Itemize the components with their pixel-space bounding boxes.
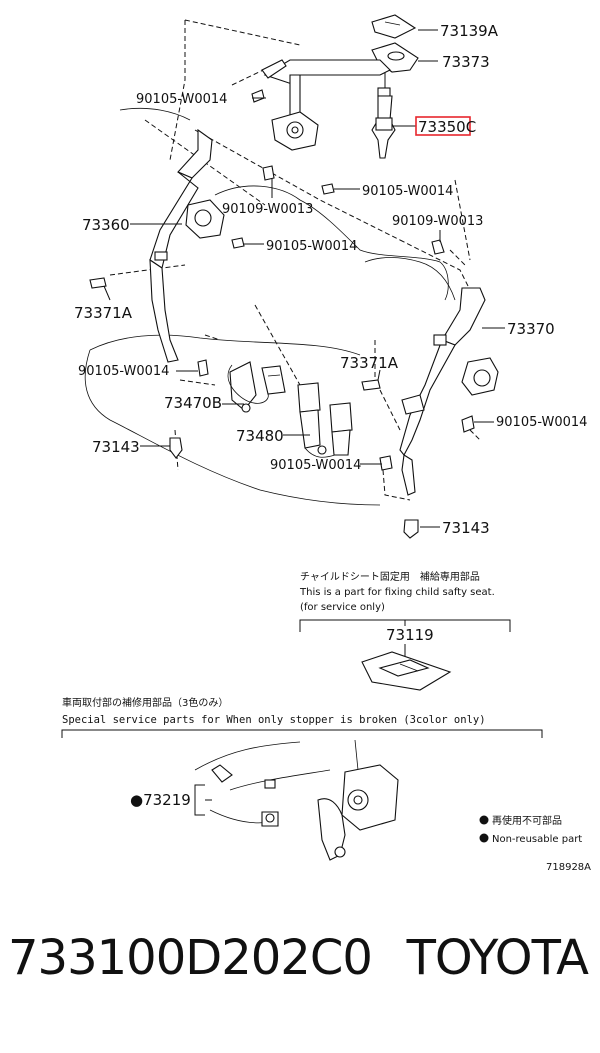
legend-jp: 再使用不可部品 xyxy=(492,814,562,827)
body-outline xyxy=(109,19,481,501)
legend: 再使用不可部品 Non-reusable part 718928A xyxy=(479,814,591,873)
bolt-90109-left xyxy=(262,165,275,181)
child-seat-title-jp: チャイルドシート固定用 補給専用部品 xyxy=(300,570,480,583)
bolt-90105-bottom xyxy=(379,455,393,471)
brand-name: TOYOTA xyxy=(406,930,589,986)
label-73373: 73373 xyxy=(442,53,490,71)
label-73370: 73370 xyxy=(507,320,555,338)
part-73350C xyxy=(371,70,396,159)
legend-en: Non-reusable part xyxy=(492,834,582,845)
belt-73370-right xyxy=(399,287,499,496)
part-number: 733100D202C0 xyxy=(8,930,373,986)
belt-73360-left xyxy=(149,128,225,363)
label-73143-left: 73143 xyxy=(92,438,140,456)
label-90105-top: 90105-W0014 xyxy=(136,92,227,107)
highlight-box-73350C xyxy=(415,116,471,136)
label-73143-right: 73143 xyxy=(442,519,490,537)
part-73219 xyxy=(211,764,279,827)
bolt-90105-right xyxy=(461,415,475,433)
part-73139A xyxy=(371,14,417,39)
anchor-73143-left xyxy=(169,437,183,459)
label-73360: 73360 xyxy=(82,216,130,234)
label-73219: ●73219 xyxy=(130,791,191,809)
bolt-90105-left3 xyxy=(197,359,209,377)
service-title-jp: 車両取付部の補修用部品（3色のみ） xyxy=(62,696,228,709)
label-90105-left3: 90105-W0014 xyxy=(78,364,169,379)
child-seat-section: チャイルドシート固定用 補給専用部品 This is a part for fi… xyxy=(299,570,511,691)
label-73470B: 73470B xyxy=(164,394,222,412)
label-90105-bottom: 90105-W0014 xyxy=(270,458,361,473)
label-73350C: 73350C xyxy=(418,118,476,136)
non-reusable-dot-icon xyxy=(479,833,489,843)
label-73371A-right: 73371A xyxy=(340,354,399,372)
leader-lines xyxy=(103,29,505,528)
bolt-mid-top xyxy=(321,183,335,195)
child-seat-title-en: This is a part for fixing child safty se… xyxy=(299,587,495,598)
bolt-top xyxy=(251,89,265,103)
seat-belt-parts-diagram: 73139A 73373 73350C 90105-W0014 90105-W0… xyxy=(61,14,591,873)
part-73371A-right xyxy=(361,379,381,391)
label-73119: 73119 xyxy=(386,626,434,644)
label-73371A-left: 73371A xyxy=(74,304,133,322)
service-title-en: Special service parts for When only stop… xyxy=(62,714,486,726)
footer: 733100D202C0 TOYOTA xyxy=(0,930,600,1020)
non-reusable-dot-icon xyxy=(479,815,489,825)
buckle-73480 xyxy=(297,382,353,458)
service-parts-section: 車両取付部の補修用部品（3色のみ） Special service parts … xyxy=(61,696,543,861)
child-seat-subtitle: (for service only) xyxy=(300,602,385,613)
label-90105-mid: 90105-W0014 xyxy=(362,184,453,199)
label-90105-right: 90105-W0014 xyxy=(496,415,587,430)
figure-id: 718928A xyxy=(546,862,591,873)
label-90105-left2: 90105-W0014 xyxy=(266,239,357,254)
part-73371A-left xyxy=(89,277,107,289)
anchor-73143-right xyxy=(403,519,419,539)
bolt-90105-left2 xyxy=(231,237,245,249)
buckle-73470B xyxy=(227,361,286,413)
service-retractor xyxy=(317,764,399,861)
label-73480: 73480 xyxy=(236,427,284,445)
seat-outline xyxy=(84,107,456,506)
label-73139A: 73139A xyxy=(440,22,499,40)
label-90109-right: 90109-W0013 xyxy=(392,214,483,229)
part-labels: 73139A 73373 73350C 90105-W0014 90105-W0… xyxy=(74,22,587,537)
bolt-90109-right xyxy=(431,239,445,255)
label-90109-left: 90109-W0013 xyxy=(222,202,313,217)
part-73119 xyxy=(361,651,452,691)
rear-center-retractor xyxy=(261,59,391,151)
